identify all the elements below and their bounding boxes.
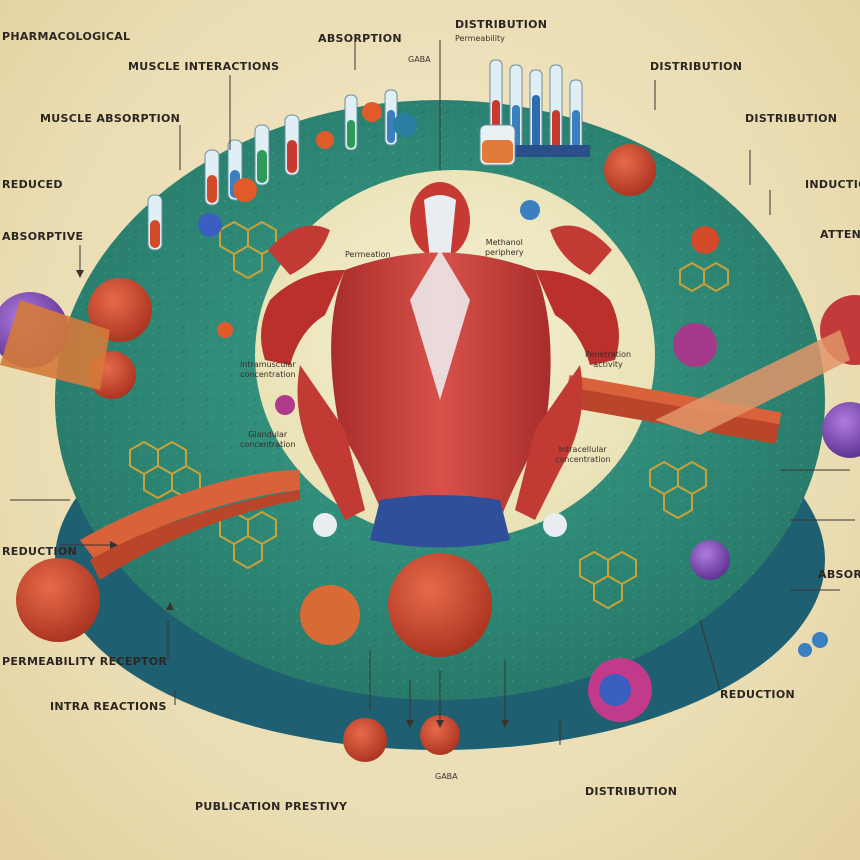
label-induction-right: INDUCTION bbox=[805, 178, 860, 191]
label-gaba-bottom: GABA bbox=[435, 772, 458, 781]
test-tube-icon bbox=[147, 114, 300, 251]
label-distribution-top: DISTRIBUTION bbox=[455, 18, 548, 31]
label-permeability-receptor: PERMEABILITY RECEPTOR bbox=[2, 655, 168, 668]
label-reduced: REDUCED bbox=[2, 178, 63, 191]
label-attention-right: ATTENTION bbox=[820, 228, 860, 241]
label-publication-prestivy: PUBLICATION PRESTIVY bbox=[195, 800, 348, 813]
connector-lines bbox=[10, 40, 855, 745]
test-tube-icon bbox=[344, 89, 398, 151]
label-absorption-right: ABSORPTION bbox=[818, 568, 860, 581]
inner-label-methanol: Methanol periphery bbox=[485, 238, 524, 257]
arrow-icon bbox=[76, 270, 509, 728]
inner-label-permeation: Permeation bbox=[345, 250, 391, 259]
label-distribution-right-2: DISTRIBUTION bbox=[745, 112, 838, 125]
label-distribution-right: DISTRIBUTION bbox=[650, 60, 743, 73]
label-intra-reactions: INTRA REACTIONS bbox=[50, 700, 167, 713]
label-absorption-top: ABSORPTION bbox=[318, 32, 402, 45]
inner-label-intracellular: Intracellular concentration bbox=[555, 445, 611, 464]
label-reduction-left: REDUCTION bbox=[2, 545, 77, 558]
label-distribution-bottom: DISTRIBUTION bbox=[585, 785, 678, 798]
label-muscle-interactions: MUSCLE INTERACTIONS bbox=[128, 60, 280, 73]
inner-label-penetration: Penetration activity bbox=[585, 350, 632, 369]
label-gaba-top: GABA bbox=[408, 55, 431, 64]
inner-label-intramuscular: Intramuscular concentration bbox=[240, 360, 296, 379]
label-muscle-absorption: MUSCLE ABSORPTION bbox=[40, 112, 181, 125]
test-tube-icon bbox=[479, 59, 590, 166]
inner-label-glandular: Glandular concentration bbox=[240, 430, 296, 449]
title-label: PHARMACOLOGICAL bbox=[2, 30, 131, 43]
tissue-strip bbox=[0, 300, 850, 580]
label-distribution-top-sub: Permeability bbox=[455, 34, 505, 43]
muscle-figure bbox=[261, 182, 619, 548]
label-absorptive: ABSORPTIVE bbox=[2, 230, 84, 243]
label-reduction-right: REDUCTION bbox=[720, 688, 795, 701]
